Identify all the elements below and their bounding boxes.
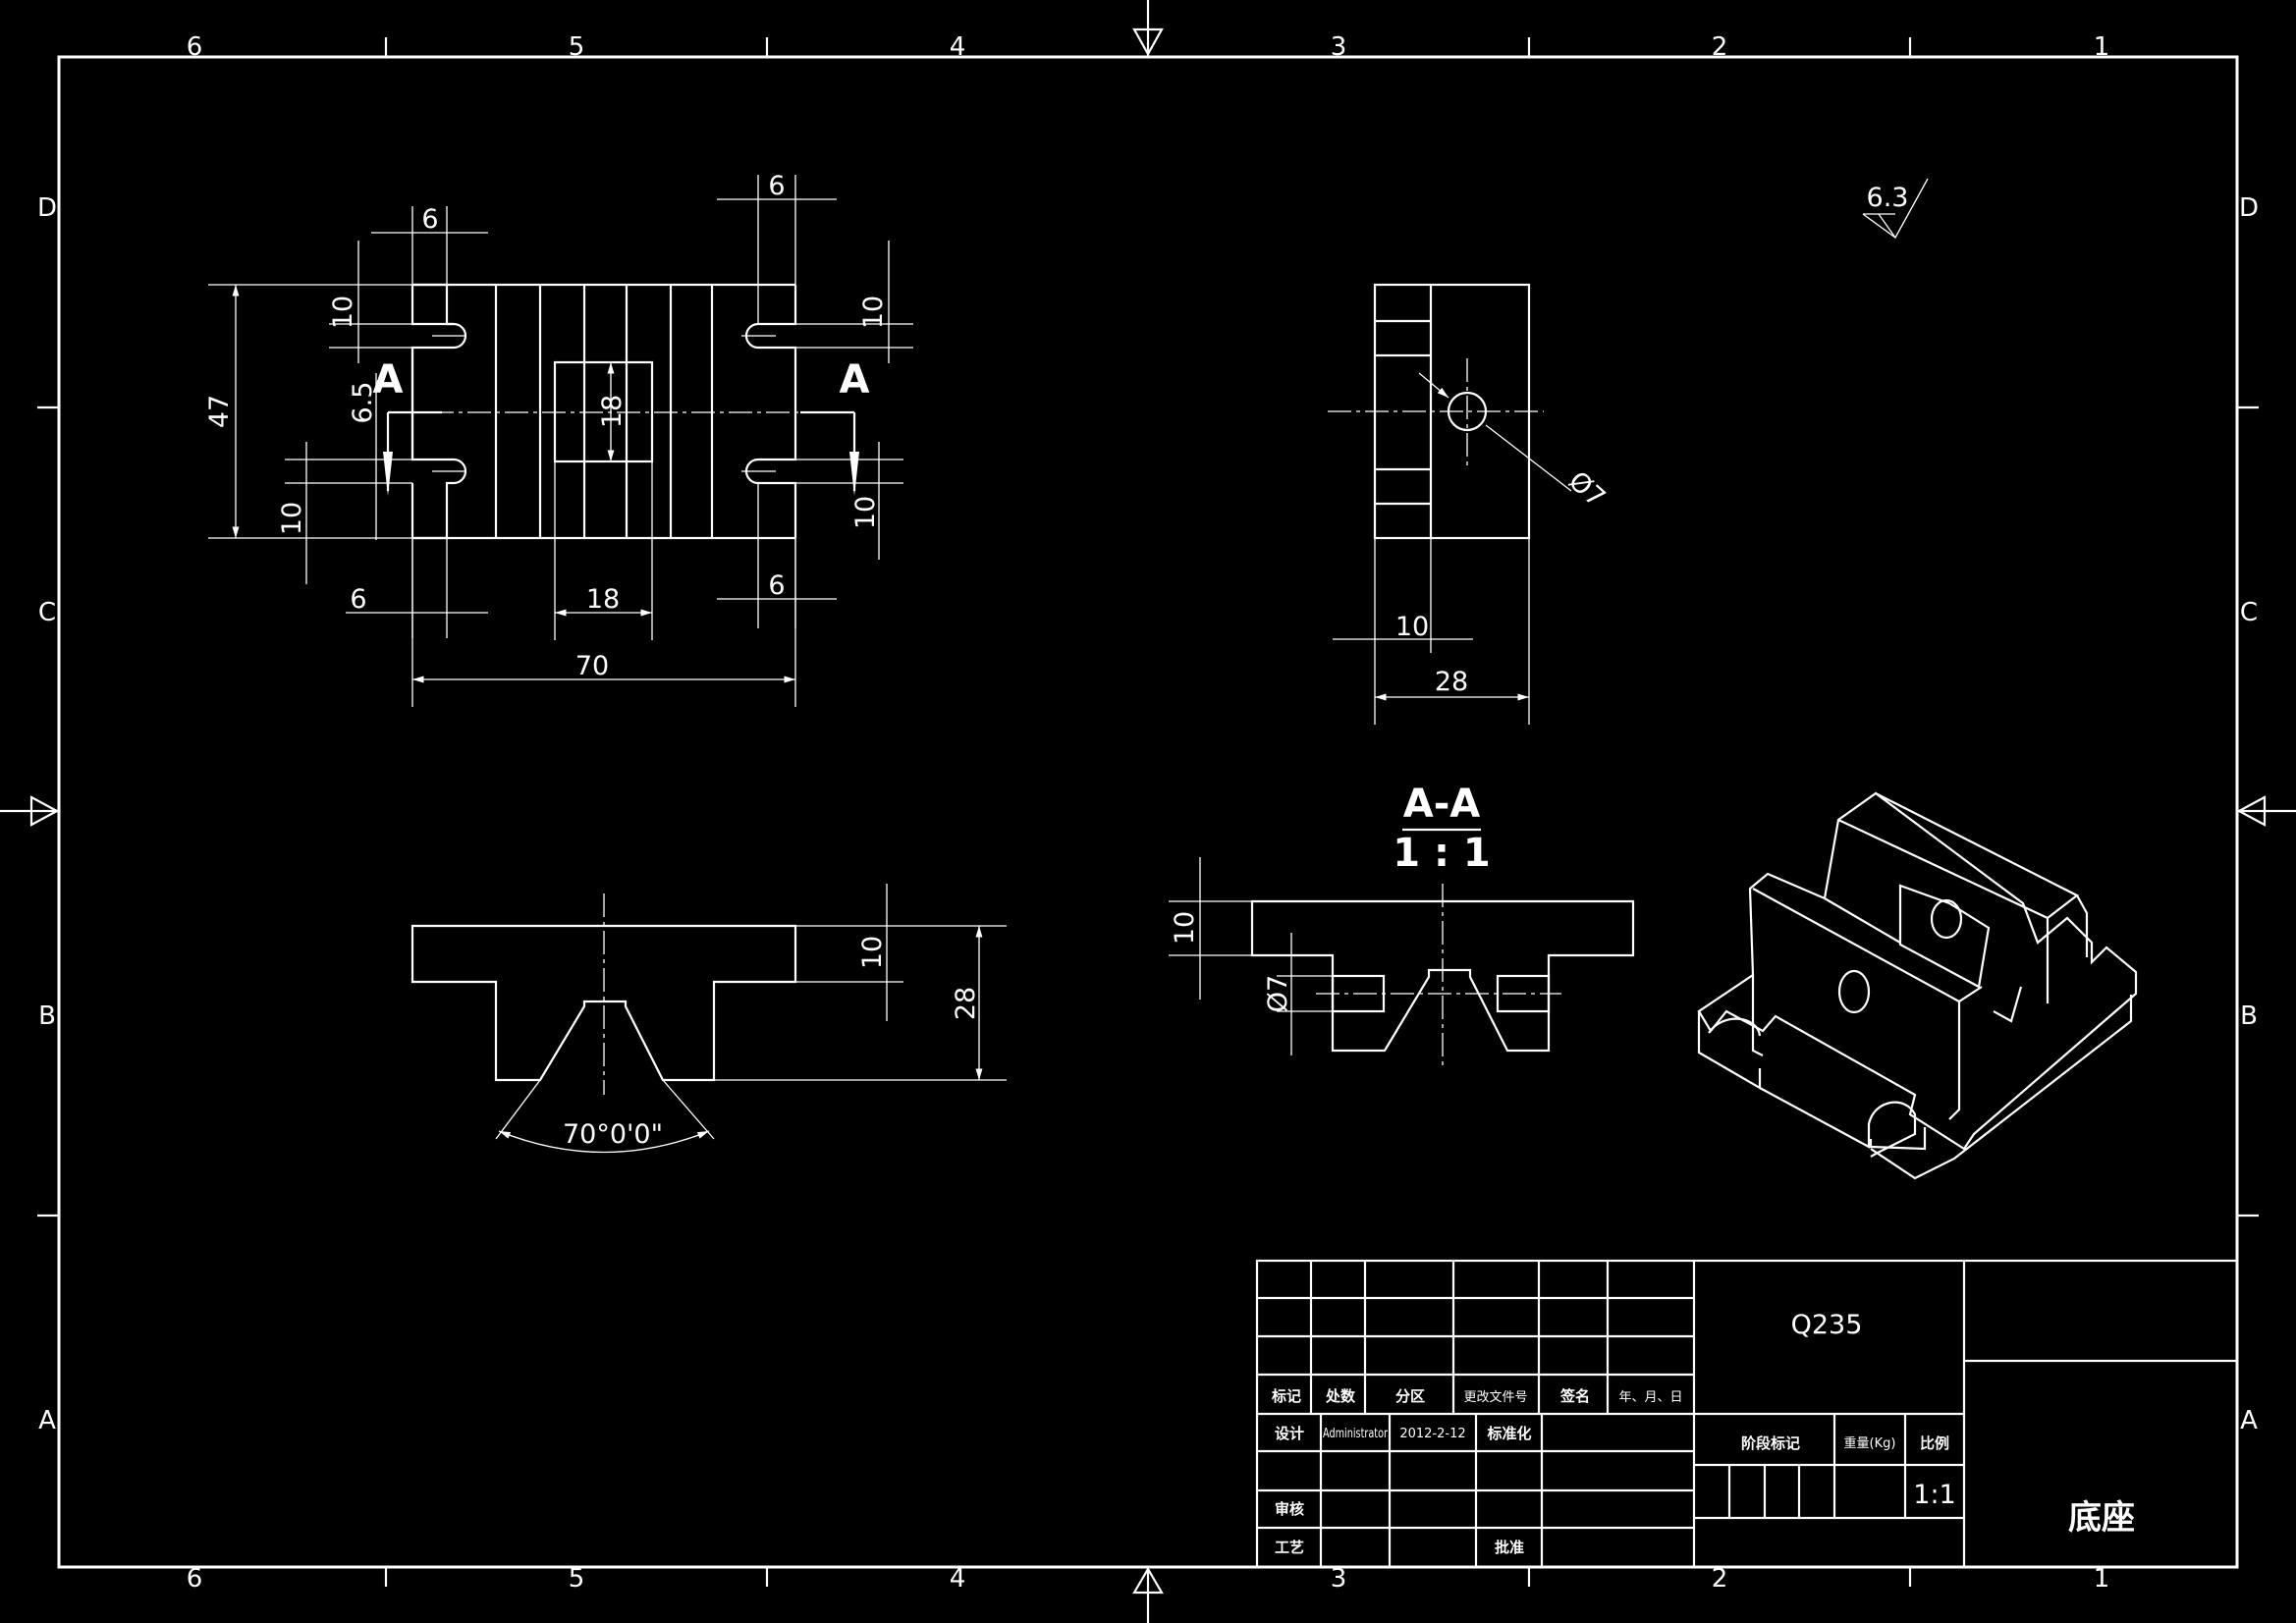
zone-col-label: 6 xyxy=(187,32,203,62)
centering-mark-left xyxy=(0,795,60,827)
centering-mark-bottom xyxy=(1132,1566,1164,1623)
zone-row-label: A xyxy=(2240,1406,2258,1435)
dim-offset: 6.5 xyxy=(348,382,378,424)
iso-hole-front xyxy=(1837,969,1871,1014)
dim-height: 28 xyxy=(951,987,981,1020)
dim-bottom-left: 6 xyxy=(350,584,366,615)
zone-col-label: 5 xyxy=(569,1564,585,1594)
isometric-view xyxy=(1697,791,2138,1180)
header-mark: 标记 xyxy=(1271,1387,1301,1405)
zone-col-label: 5 xyxy=(569,32,585,62)
zone-col-label: 2 xyxy=(1712,1564,1728,1594)
zone-labels: 6 5 4 3 2 1 6 5 4 3 2 1 D C B A D C B A xyxy=(37,32,2259,1594)
weight-label: 重量(Kg) xyxy=(1844,1435,1896,1451)
surface-roughness-symbol: 6.3 xyxy=(1862,178,1929,240)
part-name: 底座 xyxy=(2068,1498,2135,1538)
scale-label: 比例 xyxy=(1920,1434,1949,1452)
dim-angle: 70°0'0" xyxy=(563,1119,663,1150)
header-change-doc: 更改文件号 xyxy=(1463,1390,1527,1405)
zone-row-label: B xyxy=(2240,1001,2258,1031)
dim-height: 47 xyxy=(204,395,235,428)
stage-label: 阶段标记 xyxy=(1741,1434,1800,1452)
dim-slot-top-right: 10 xyxy=(858,296,889,329)
title-block: 标记 处数 分区 更改文件号 签名 年、月、日 设计 Administrator… xyxy=(1255,1259,2239,1569)
header-signature: 签名 xyxy=(1559,1387,1590,1405)
front-view: 10 28 70°0'0" xyxy=(410,884,1007,1154)
review-label: 审核 xyxy=(1275,1500,1304,1518)
section-scale: 1 : 1 xyxy=(1393,831,1491,876)
dim-hole: Ø7 xyxy=(1562,465,1611,514)
header-count: 处数 xyxy=(1325,1387,1356,1405)
zone-col-label: 1 xyxy=(2094,32,2110,62)
dim-width: 70 xyxy=(575,651,609,681)
zone-col-label: 2 xyxy=(1712,32,1728,62)
zone-col-label: 3 xyxy=(1331,1564,1347,1594)
approve-label: 批准 xyxy=(1495,1539,1524,1556)
zone-col-label: 4 xyxy=(950,1564,966,1594)
roughness-value: 6.3 xyxy=(1867,183,1909,213)
side-view: Ø7 10 28 xyxy=(1328,283,1611,725)
dim-width: 28 xyxy=(1435,667,1468,697)
dim-slot-bottom-left: 10 xyxy=(277,502,307,535)
design-label: 设计 xyxy=(1275,1425,1304,1442)
zone-col-label: 1 xyxy=(2094,1564,2110,1594)
section-view: A-A 1 : 1 10 Ø7 xyxy=(1169,782,1635,1070)
dim-offset: 10 xyxy=(1395,612,1429,642)
dim-slot-top-left: 10 xyxy=(328,296,358,329)
zone-row-label: C xyxy=(2240,598,2258,627)
zone-row-label: B xyxy=(38,1001,56,1031)
scale-value: 1:1 xyxy=(1913,1480,1955,1510)
zone-row-label: D xyxy=(2239,193,2259,223)
zone-col-label: 6 xyxy=(187,1564,203,1594)
zone-col-label: 3 xyxy=(1331,32,1347,62)
header-zone: 分区 xyxy=(1395,1387,1425,1405)
section-mark-right: A xyxy=(840,357,870,403)
section-mark-left: A xyxy=(373,357,404,403)
section-title: A-A xyxy=(1403,782,1481,827)
dim-top-left: 6 xyxy=(421,204,438,235)
dim-top-right: 6 xyxy=(768,171,785,201)
zone-col-label: 4 xyxy=(950,32,966,62)
dim-bottom-right: 6 xyxy=(768,570,785,601)
standardize-label: 标准化 xyxy=(1486,1425,1531,1442)
dim-flange: 10 xyxy=(857,936,888,969)
iso-hole-top xyxy=(1930,898,1963,940)
zone-row-label: C xyxy=(38,598,56,627)
header-date: 年、月、日 xyxy=(1618,1390,1682,1405)
dim-bottom-center: 18 xyxy=(586,584,620,615)
zone-row-label: D xyxy=(37,193,57,223)
zone-row-label: A xyxy=(38,1406,56,1435)
dim-flange: 10 xyxy=(1170,911,1200,945)
dim-hole: Ø7 xyxy=(1263,975,1293,1012)
material: Q235 xyxy=(1791,1310,1863,1340)
top-view: A A 6 6 47 10 10 10 10 6.5 18 xyxy=(204,171,913,707)
dim-slot-bottom-right: 10 xyxy=(850,496,881,529)
design-date: 2012-2-12 xyxy=(1399,1427,1465,1441)
designer-name: Administrator xyxy=(1323,1427,1388,1441)
centering-mark-top xyxy=(1132,0,1164,57)
dim-center: 18 xyxy=(597,395,628,428)
centering-mark-right xyxy=(2236,795,2296,827)
process-label: 工艺 xyxy=(1275,1539,1304,1556)
